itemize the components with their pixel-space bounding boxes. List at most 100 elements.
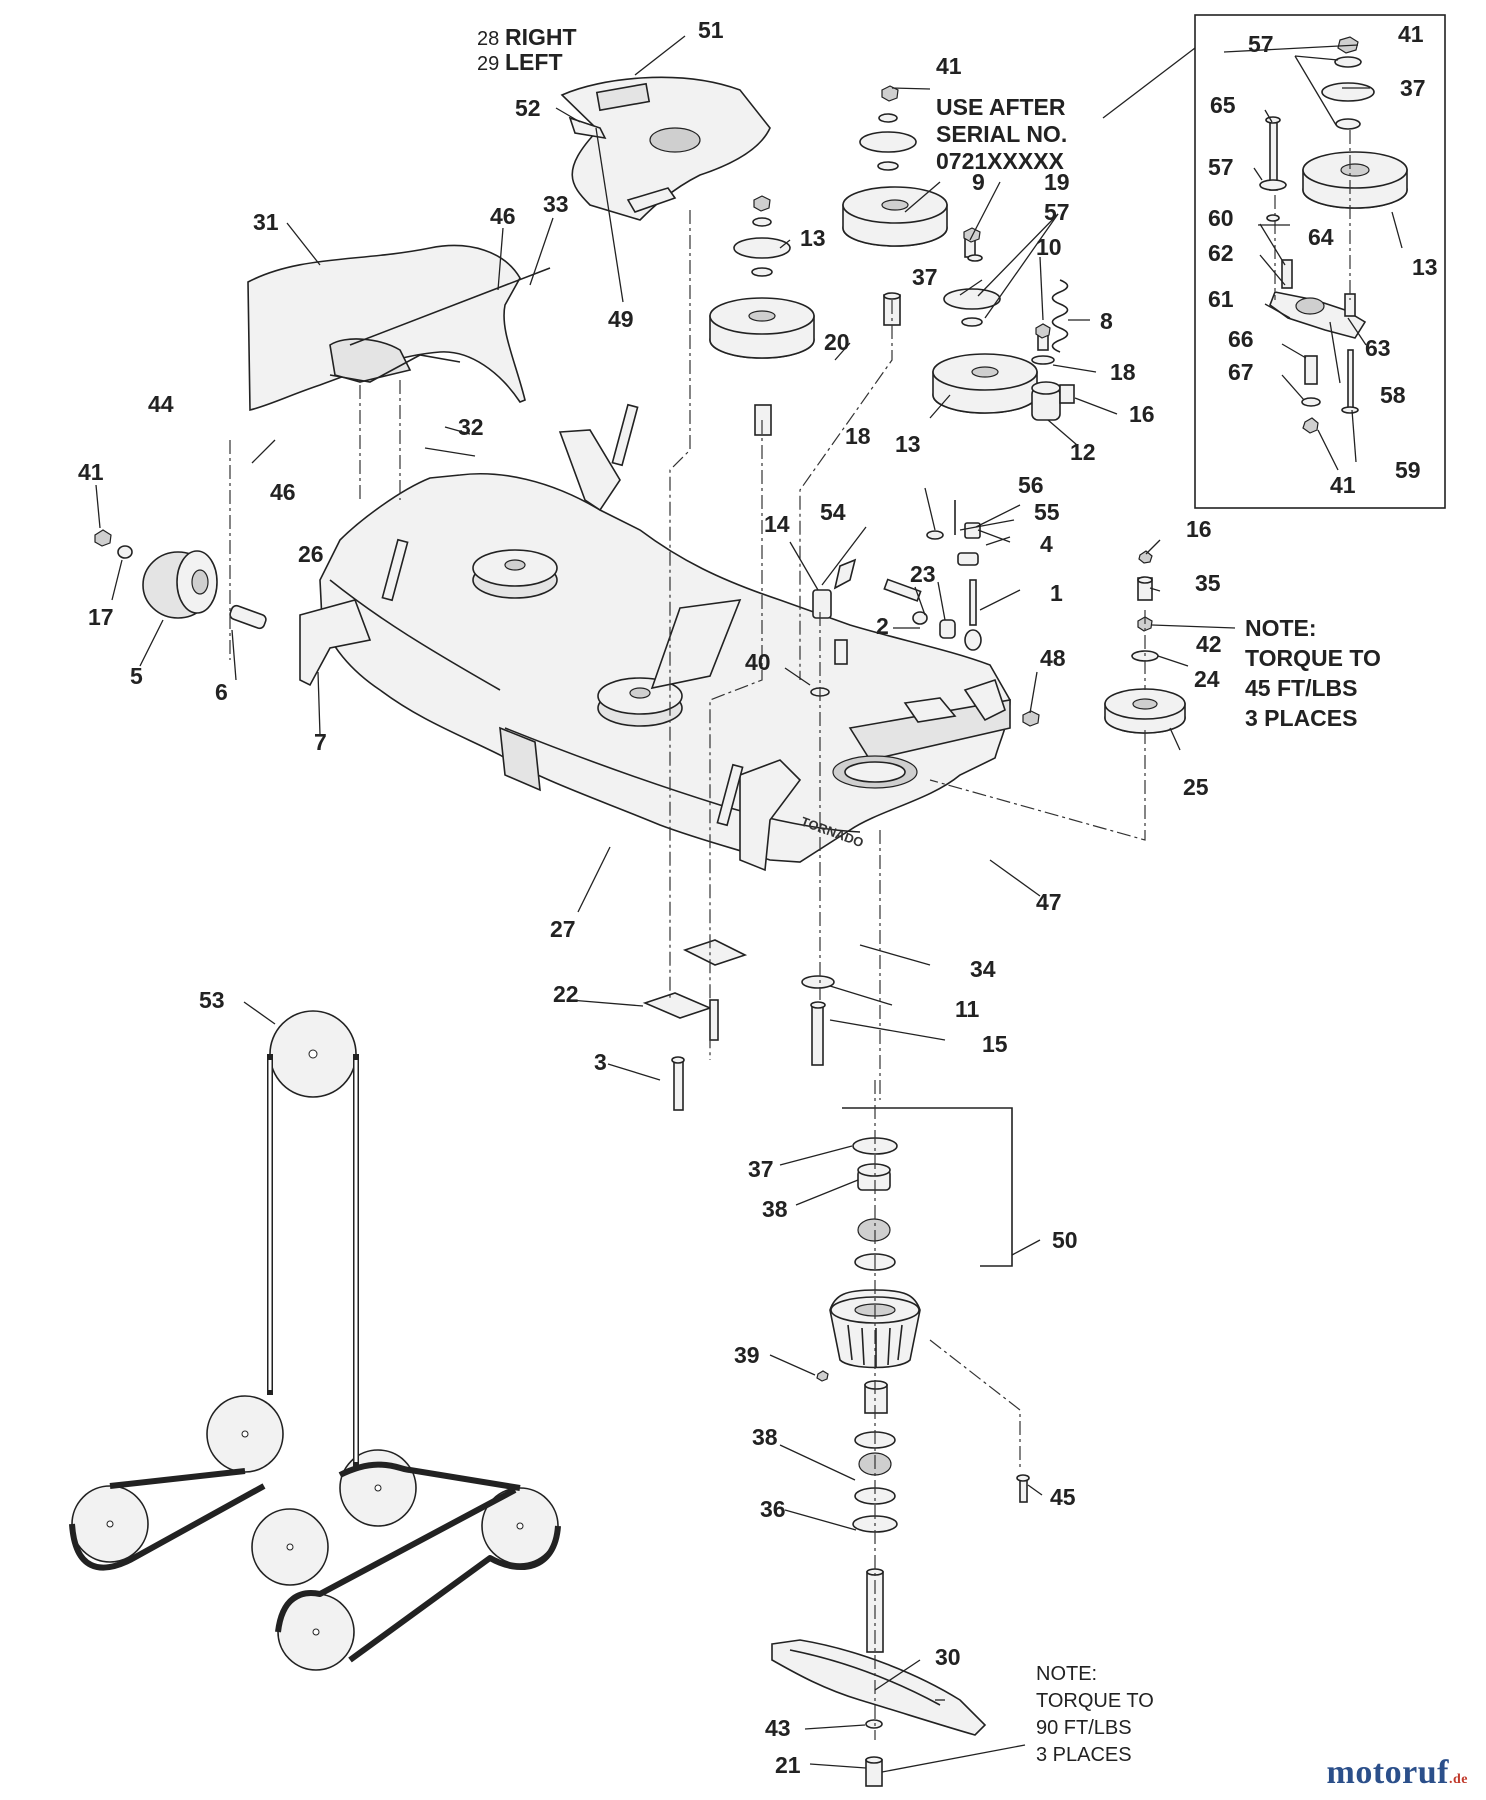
callout-34: 34: [970, 956, 996, 982]
deck-mounting-hardware: [642, 939, 835, 1111]
callout-52: 52: [515, 95, 541, 121]
callout-56: 56: [1018, 472, 1044, 498]
torque-note-90: NOTE: TORQUE TO 90 FT/LBS 3 PLACES: [1036, 1663, 1154, 1766]
callout-57-center: 57: [1044, 199, 1070, 225]
callout-13-inset: 13: [1412, 254, 1438, 280]
callout-13-left: 13: [800, 225, 826, 251]
alignment-centerlines: [229, 130, 1351, 1740]
torque-45-line2: TORQUE TO: [1245, 645, 1381, 671]
callout-2: 2: [876, 613, 889, 639]
callout-31: 31: [253, 209, 279, 235]
callout-17: 17: [88, 604, 114, 630]
right-chute-label: RIGHT: [505, 24, 577, 50]
callout-14: 14: [764, 511, 790, 537]
callout-40: 40: [745, 649, 771, 675]
watermark-suffix: .de: [1449, 1772, 1468, 1787]
torque-45-line3: 45 FT/LBS: [1245, 675, 1357, 701]
callout-41-top: 41: [936, 53, 962, 79]
callout-41-left: 41: [78, 459, 104, 485]
callout-59: 59: [1395, 457, 1421, 483]
callout-5: 5: [130, 663, 143, 689]
idler-arm-inset: [1102, 14, 1446, 509]
watermark-brand: motoruf: [1326, 1754, 1449, 1791]
callout-63: 63: [1365, 335, 1391, 361]
callout-13-center: 13: [895, 431, 921, 457]
chute-side-callout: 28 RIGHT 29 LEFT: [477, 24, 577, 75]
callout-38-bottom: 38: [752, 1424, 778, 1450]
left-chute-number: 29: [477, 53, 499, 75]
callout-7: 7: [314, 729, 327, 755]
torque-90-line4: 3 PLACES: [1036, 1744, 1132, 1766]
spindle-assembly: [816, 1107, 1030, 1653]
callout-57-inset-mid: 57: [1208, 154, 1234, 180]
callout-55: 55: [1034, 499, 1060, 525]
callout-16-top: 16: [1129, 401, 1155, 427]
drive-belt: [69, 1010, 561, 1671]
discharge-chute: [247, 244, 551, 412]
callout-16-right: 16: [1186, 516, 1212, 542]
callout-46-top: 46: [490, 203, 516, 229]
callout-36: 36: [760, 1496, 786, 1522]
callout-37-inset: 37: [1400, 75, 1426, 101]
callout-46-bottom: 46: [270, 479, 296, 505]
serial-note-line2: SERIAL NO.: [936, 121, 1067, 147]
callout-leaders: [95, 35, 1403, 1773]
callout-33: 33: [543, 191, 569, 217]
callout-37-spindle: 37: [748, 1156, 774, 1182]
callout-35: 35: [1195, 570, 1221, 596]
callout-32: 32: [458, 414, 484, 440]
callout-9: 9: [972, 169, 985, 195]
callout-57-inset-top: 57: [1248, 31, 1274, 57]
callout-24: 24: [1194, 666, 1220, 692]
callout-6: 6: [215, 679, 228, 705]
callout-numbers: 51 52 49 31 46 33 44 46 32 26 41 17 5 6 …: [78, 17, 1438, 1778]
callout-39: 39: [734, 1342, 760, 1368]
callout-66: 66: [1228, 326, 1254, 352]
torque-45-line4: 3 PLACES: [1245, 705, 1357, 731]
callout-25: 25: [1183, 774, 1209, 800]
callout-23: 23: [910, 561, 936, 587]
callout-37-center: 37: [912, 264, 938, 290]
torque-90-line3: 90 FT/LBS: [1036, 1717, 1132, 1739]
torque-90-line1: NOTE:: [1036, 1663, 1097, 1685]
callout-18-top: 18: [1110, 359, 1136, 385]
serial-number-note: USE AFTER SERIAL NO. 0721XXXXX: [936, 94, 1067, 174]
right-chute-number: 28: [477, 28, 499, 50]
callout-41-inset-bottom: 41: [1330, 472, 1356, 498]
torque-90-line2: TORQUE TO: [1036, 1690, 1154, 1712]
callout-41-inset-top: 41: [1398, 21, 1424, 47]
callout-43: 43: [765, 1715, 791, 1741]
idler-pulleys-upper: [709, 85, 1075, 436]
callout-15: 15: [982, 1031, 1008, 1057]
callout-53: 53: [199, 987, 225, 1013]
callout-30: 30: [935, 1644, 961, 1670]
callout-44: 44: [148, 391, 174, 417]
callout-18-center: 18: [845, 423, 871, 449]
torque-note-45: NOTE: TORQUE TO 45 FT/LBS 3 PLACES: [1245, 615, 1381, 731]
callout-45: 45: [1050, 1484, 1076, 1510]
callout-4: 4: [1040, 531, 1053, 557]
callout-19: 19: [1044, 169, 1070, 195]
callout-51: 51: [698, 17, 724, 43]
callout-10: 10: [1036, 234, 1062, 260]
callout-61: 61: [1208, 286, 1234, 312]
callout-60: 60: [1208, 205, 1234, 231]
callout-58: 58: [1380, 382, 1406, 408]
gauge-wheel: [94, 529, 267, 630]
torque-45-line1: NOTE:: [1245, 615, 1317, 641]
callout-26: 26: [298, 541, 324, 567]
serial-note-line3: 0721XXXXX: [936, 148, 1065, 174]
callout-48: 48: [1040, 645, 1066, 671]
callout-67: 67: [1228, 359, 1254, 385]
callout-49: 49: [608, 306, 634, 332]
callout-11: 11: [955, 996, 980, 1022]
left-chute-label: LEFT: [505, 49, 563, 75]
callout-1: 1: [1050, 580, 1063, 606]
callout-20: 20: [824, 329, 850, 355]
callout-12: 12: [1070, 439, 1096, 465]
mower-deck-housing: TORNADO: [299, 403, 1011, 872]
callout-38-top: 38: [762, 1196, 788, 1222]
callout-42: 42: [1196, 631, 1222, 657]
callout-8: 8: [1100, 308, 1113, 334]
